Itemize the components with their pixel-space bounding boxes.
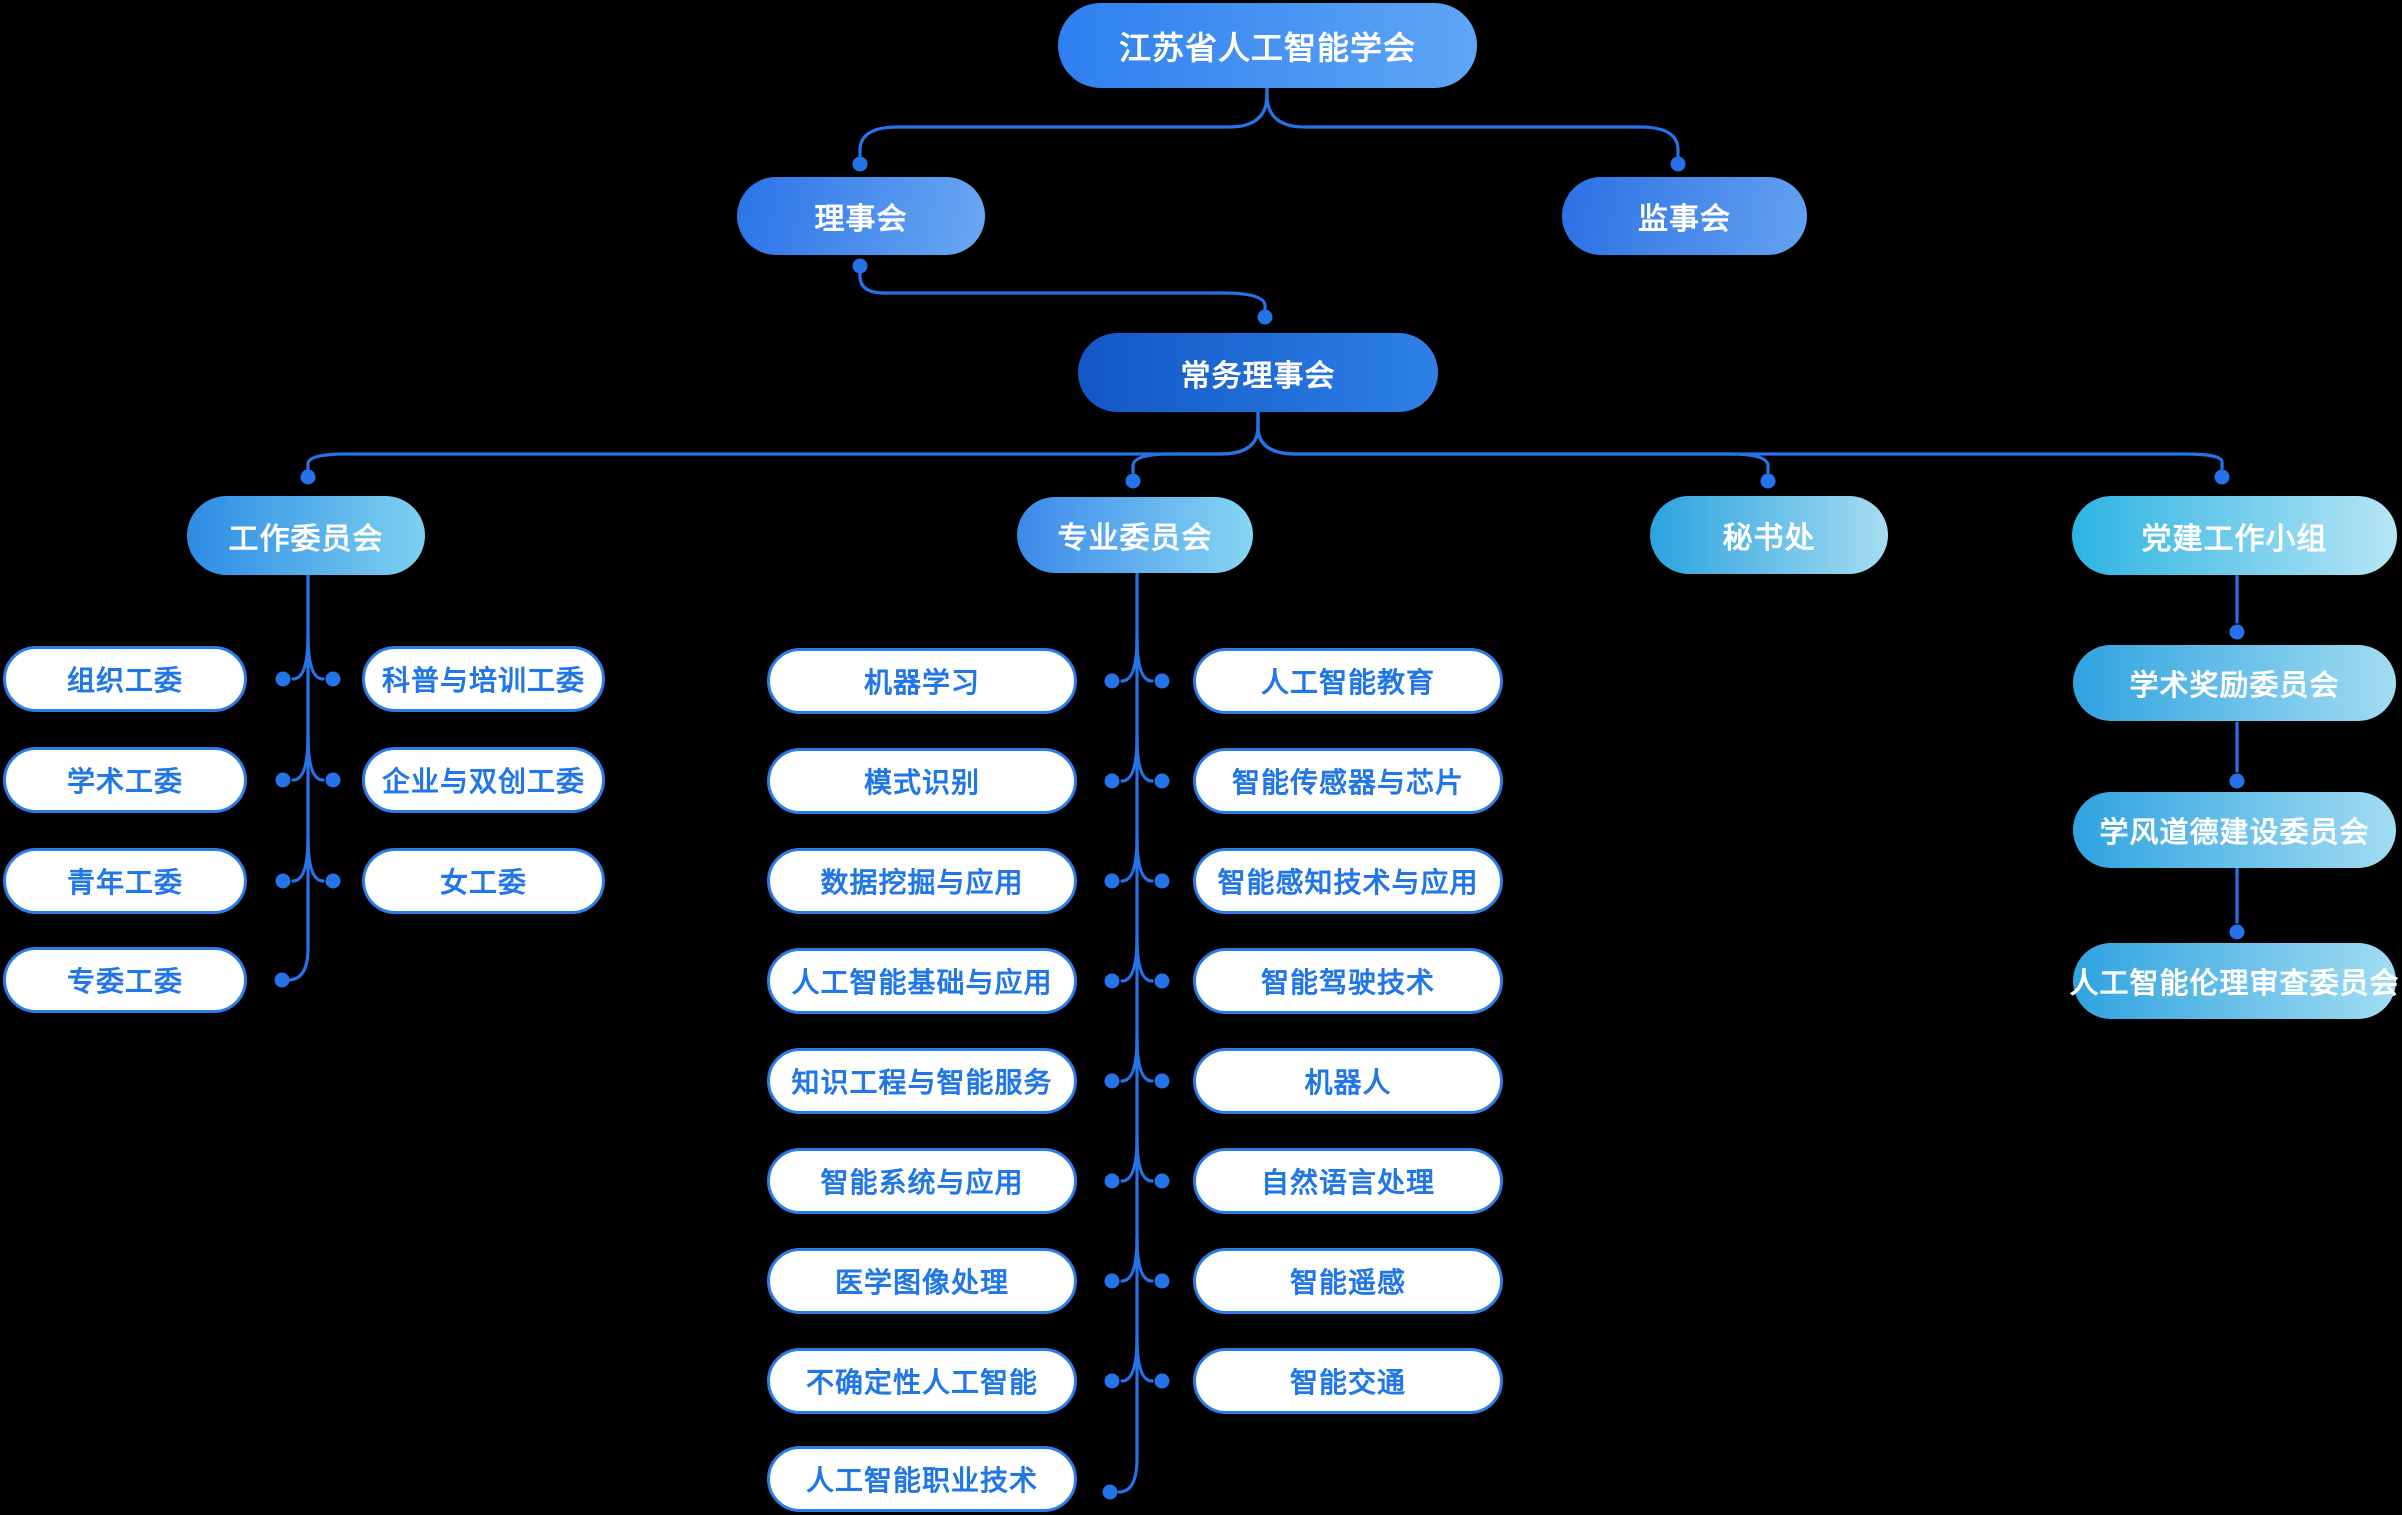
node-standing-board: 常务理事会: [1078, 333, 1438, 412]
connector-board-to-standing: [852, 258, 1273, 325]
connector-standing-to-professional: [1125, 410, 1260, 489]
node-prof-child: 机器人: [1193, 1048, 1503, 1114]
node-board: 理事会: [737, 177, 985, 255]
connector-standing-to-party: [1256, 410, 2230, 485]
node-party-child: 学术奖励委员会: [2073, 645, 2396, 721]
node-work-child: 学术工委: [3, 747, 247, 813]
node-prof-child: 医学图像处理: [767, 1248, 1077, 1314]
node-professional-committee: 专业委员会: [1017, 497, 1253, 573]
node-party-group: 党建工作小组: [2072, 496, 2397, 575]
node-secretariat: 秘书处: [1650, 496, 1888, 574]
node-prof-child: 知识工程与智能服务: [767, 1048, 1077, 1114]
node-prof-child: 智能传感器与芯片: [1193, 748, 1503, 814]
node-prof-child: 人工智能职业技术: [767, 1446, 1077, 1512]
connector-party-chain: [2229, 573, 2245, 940]
node-prof-child: 不确定性人工智能: [767, 1348, 1077, 1414]
node-prof-child: 数据挖掘与应用: [767, 848, 1077, 914]
connector-professional-trunk: [1102, 571, 1170, 1500]
node-prof-child: 人工智能教育: [1193, 648, 1503, 714]
node-work-child: 组织工委: [3, 646, 247, 712]
node-prof-child: 人工智能基础与应用: [767, 948, 1077, 1014]
node-work-child: 专委工委: [3, 947, 247, 1013]
node-prof-child: 智能交通: [1193, 1348, 1503, 1414]
node-prof-child: 机器学习: [767, 648, 1077, 714]
node-prof-child: 智能遥感: [1193, 1248, 1503, 1314]
node-prof-child: 自然语言处理: [1193, 1148, 1503, 1214]
connector-standing-to-work: [300, 410, 1260, 485]
node-supervisors: 监事会: [1562, 177, 1807, 255]
node-prof-child: 智能驾驶技术: [1193, 948, 1503, 1014]
connector-standing-to-secretariat: [1256, 410, 1776, 489]
node-root: 江苏省人工智能学会: [1058, 3, 1477, 88]
node-party-child: 学风道德建设委员会: [2073, 792, 2396, 868]
node-work-child: 青年工委: [3, 848, 247, 914]
node-work-child: 企业与双创工委: [362, 747, 605, 813]
node-work-child: 科普与培训工委: [362, 646, 605, 712]
node-prof-child: 智能系统与应用: [767, 1148, 1077, 1214]
node-work-committee: 工作委员会: [187, 496, 425, 575]
node-prof-child: 模式识别: [767, 748, 1077, 814]
connector-root-to-board: [852, 86, 1269, 172]
connector-root-to-supervisors: [1265, 86, 1686, 172]
node-work-child: 女工委: [362, 848, 605, 914]
node-prof-child: 智能感知技术与应用: [1193, 848, 1503, 914]
connector-work-trunk: [274, 573, 341, 988]
node-party-child: 人工智能伦理审查委员会: [2070, 943, 2399, 1019]
